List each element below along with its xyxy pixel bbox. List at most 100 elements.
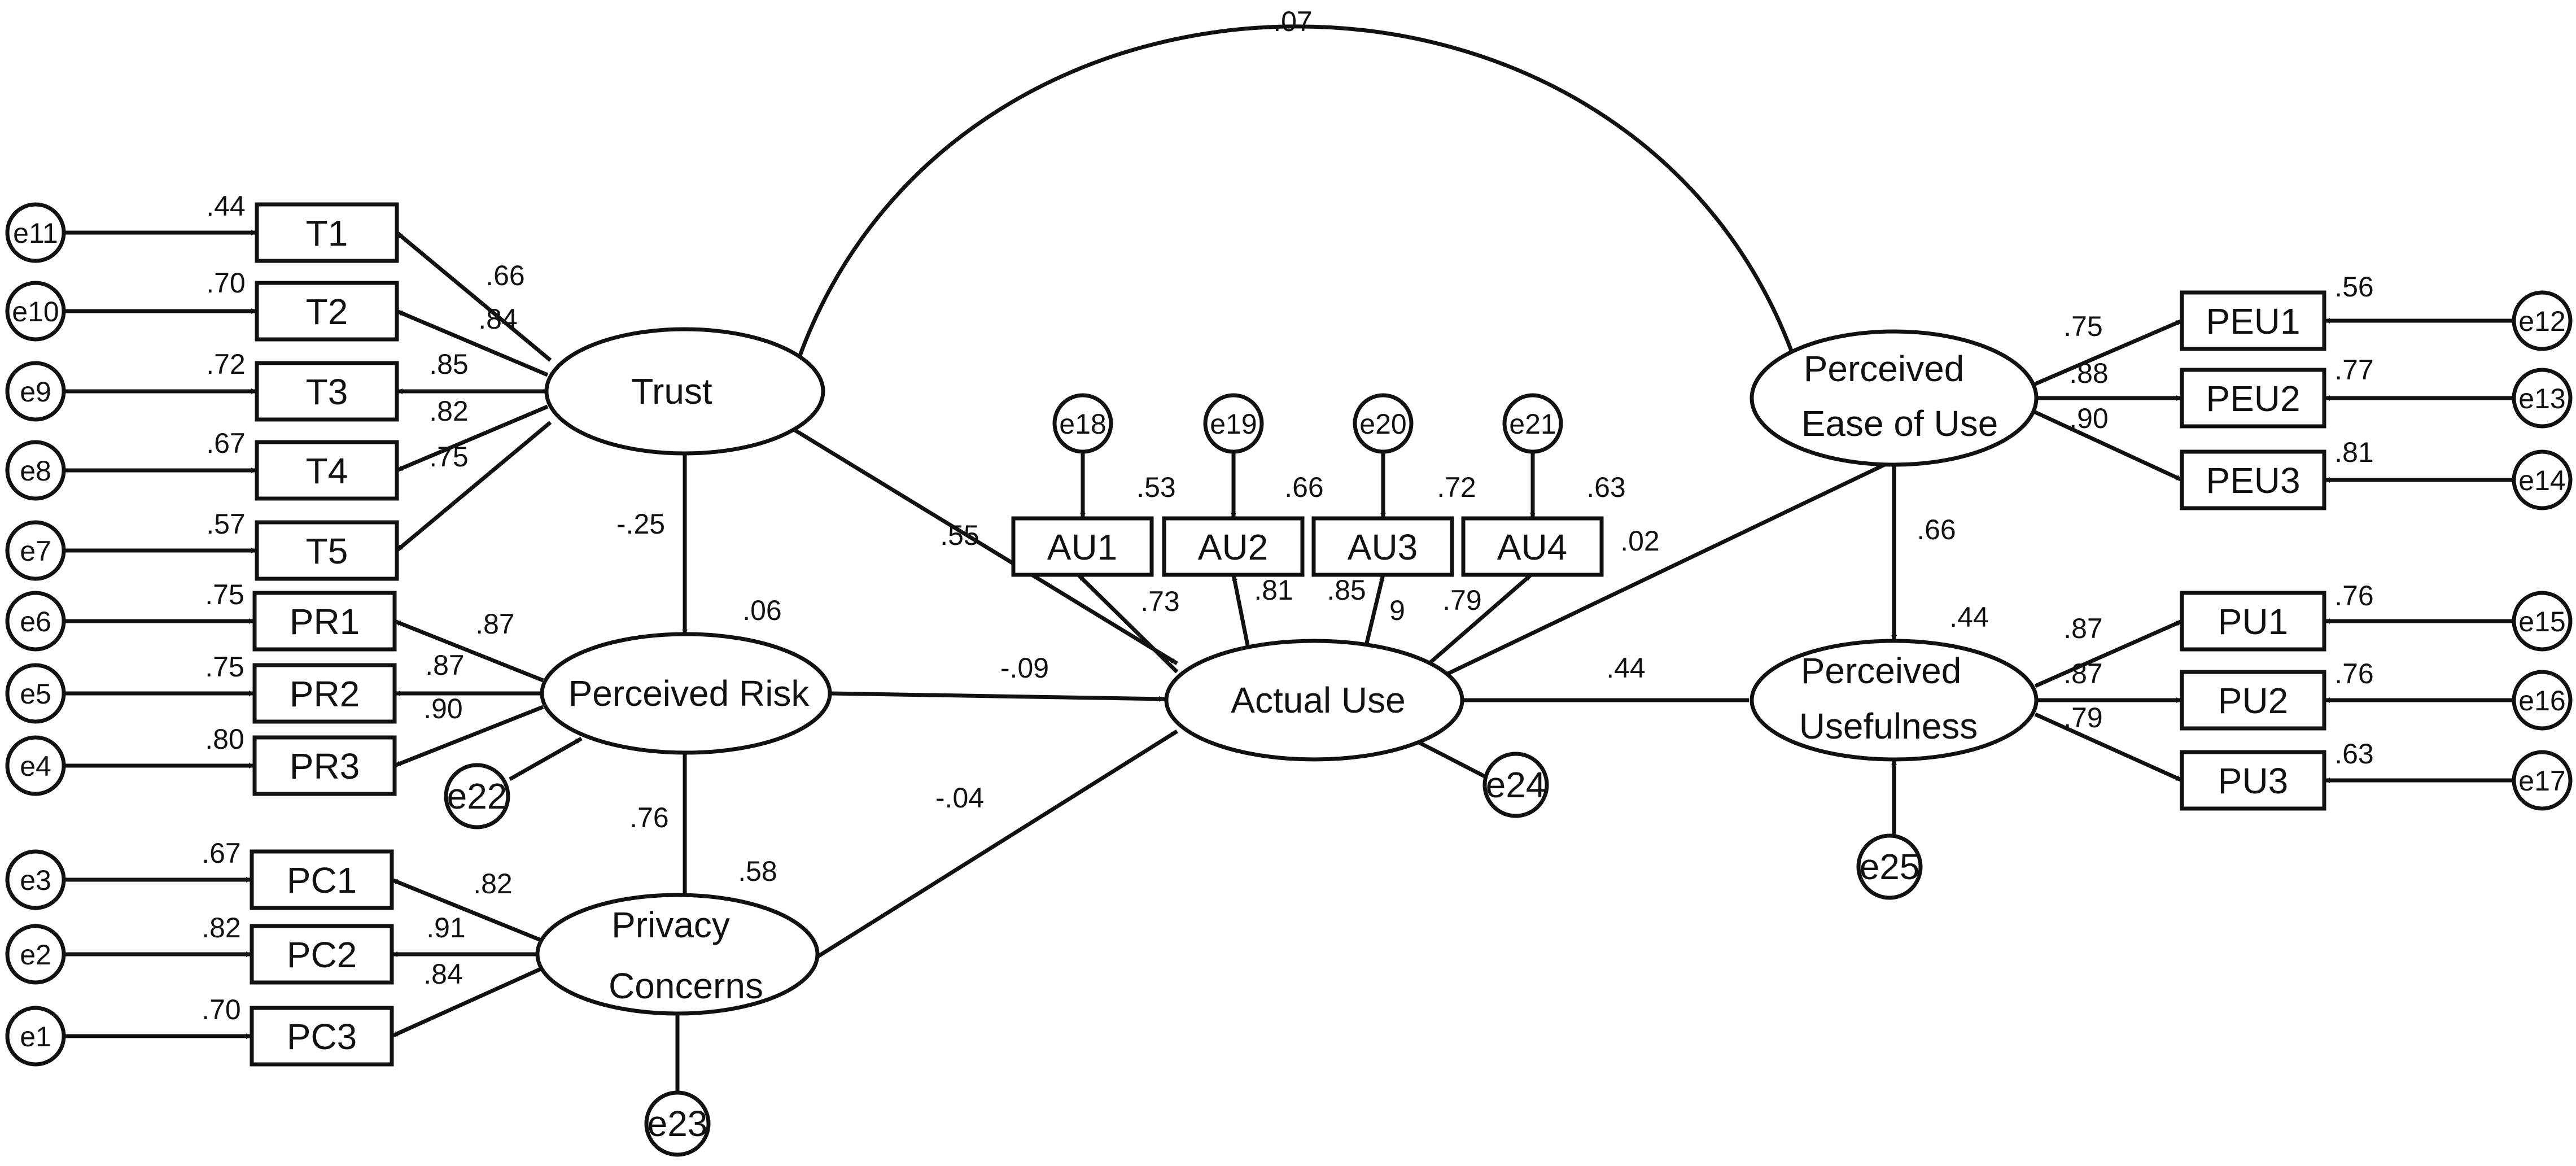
error-e9-circle <box>5 361 66 422</box>
r2-au3: .72 <box>1437 471 1476 503</box>
indicator-pr1-label: PR1 <box>290 601 360 642</box>
latent-pr-shape <box>540 632 832 755</box>
r2-pc3: .70 <box>202 994 241 1025</box>
latent-au-label: Actual Use <box>1231 680 1405 720</box>
loading-label-pu1: .87 <box>2063 613 2103 644</box>
loading-labels: .66 .84 .85 .82 .75 .87 .87 .90 .82 .91 … <box>423 260 2109 990</box>
indicator-pr2-box <box>252 663 397 724</box>
indicator-pc3-label: PC3 <box>287 1016 357 1057</box>
error-e12-label: e12 <box>2518 305 2565 337</box>
loading-label-au2: .81 <box>1254 574 1293 606</box>
loading-label-au3a: .85 <box>1327 574 1366 606</box>
indicator-t3-label: T3 <box>306 372 348 412</box>
indicator-pu2-box <box>2180 670 2326 731</box>
indicator-au3-box <box>1311 516 1454 577</box>
arrow-e22-pr <box>509 736 583 781</box>
loading-label-pr1: .87 <box>475 608 515 640</box>
indicator-au2-label: AU2 <box>1198 527 1269 567</box>
indicator-au1-box <box>1011 516 1154 577</box>
error-e24-label: e24 <box>1486 765 1546 805</box>
r2-peu1: .56 <box>2334 271 2374 303</box>
loading-trust-t4 <box>396 404 549 473</box>
error-e13-circle <box>2512 368 2573 429</box>
error-e17-label: e17 <box>2518 765 2565 797</box>
loading-au-au2 <box>1231 574 1250 646</box>
r2-pu2: .76 <box>2334 658 2374 689</box>
error-e23-circle <box>644 1090 711 1157</box>
latent-perceived-usefulness: Perceived Usefulness <box>1750 639 2039 762</box>
loading-label-au3b: 9 <box>1389 595 1405 626</box>
error-e3-label: e3 <box>20 864 51 896</box>
latent-pr-label: Perceived Risk <box>568 673 810 714</box>
latent-pu-shape <box>1750 639 2039 762</box>
loading-peou-peu1 <box>2034 318 2183 386</box>
error-e14-label: e14 <box>2518 465 2565 496</box>
error-e15-circle <box>2512 591 2573 652</box>
error-e4-circle <box>5 735 66 796</box>
r2-t4: .67 <box>206 427 246 459</box>
indicator-au2-box <box>1162 516 1305 577</box>
error-e22-circle <box>444 763 510 829</box>
indicator-peu1-box <box>2180 290 2326 351</box>
indicator-t4-label: T4 <box>306 451 348 491</box>
error-e4-label: e4 <box>20 750 51 782</box>
loading-trust-t2 <box>396 309 549 377</box>
error-e13-label: e13 <box>2518 383 2565 414</box>
coef-trust-peou: .07 <box>1273 6 1313 37</box>
loading-label-t1: .66 <box>486 260 525 291</box>
r2-pr2: .75 <box>205 651 244 683</box>
error-e11-label: e11 <box>13 217 58 249</box>
loading-trust-t1 <box>395 231 552 362</box>
loading-label-peu2: .88 <box>2069 357 2109 389</box>
indicators-privacy-concerns: PC1 PC2 PC3 <box>250 849 394 1067</box>
error-e18-label: e18 <box>1059 408 1106 440</box>
indicator-pu3-box <box>2180 750 2326 811</box>
error-e10-label: e10 <box>12 296 59 327</box>
latent-peou-shape <box>1750 329 2039 467</box>
latent-pu-label-1: Perceived <box>1801 650 1962 691</box>
indicator-t1-label: T1 <box>306 213 348 254</box>
error-e8-label: e8 <box>20 455 51 487</box>
error-e7-circle <box>5 520 66 581</box>
r2-t1: .44 <box>206 190 246 222</box>
r2-perceived-usefulness: .44 <box>1949 601 1989 633</box>
indicator-t3-box <box>255 361 399 422</box>
latent-trust-shape <box>544 327 825 456</box>
indicator-pr3-label: PR3 <box>290 746 360 787</box>
indicator-peu2-box <box>2180 368 2326 429</box>
loading-label-t3: .85 <box>429 348 469 380</box>
indicators-perceived-usefulness: PU1 PU2 PU3 <box>2180 591 2326 811</box>
latent-peou-label-1: Perceived <box>1804 348 1965 389</box>
error-e17-circle <box>2512 750 2573 811</box>
loading-trust-t5 <box>395 421 552 552</box>
r2-perceived-risk: .06 <box>742 595 782 626</box>
path-trust-au <box>792 427 1178 665</box>
error-e1-circle <box>5 1006 66 1067</box>
coef-trust-pr: -.25 <box>616 508 665 540</box>
indicator-t5-label: T5 <box>306 531 348 571</box>
indicator-pu2-label: PU2 <box>2218 680 2289 721</box>
r2-pr3: .80 <box>205 723 244 755</box>
error-e2-label: e2 <box>20 939 51 971</box>
error-e24-circle <box>1482 752 1549 818</box>
coef-pc-au: -.04 <box>935 782 984 814</box>
path-pc-au <box>816 730 1178 959</box>
indicators-actual-use: AU1 AU2 AU3 AU4 <box>1011 516 1604 577</box>
error-e3-circle <box>5 849 66 910</box>
indicator-pr3-box <box>252 735 397 796</box>
loading-pc-pc3 <box>391 966 543 1038</box>
indicator-pu1-label: PU1 <box>2218 601 2289 642</box>
loading-pu-pu1 <box>2034 619 2183 688</box>
indicator-t1-box <box>255 202 399 263</box>
error-e6-circle <box>5 591 66 652</box>
r2-t2: .70 <box>206 267 246 299</box>
error-e22-label: e22 <box>447 776 508 816</box>
indicators-trust: T1 T2 T3 T4 T5 <box>255 202 399 581</box>
path-peou-au <box>1438 458 1895 680</box>
arrow-e24-au <box>1410 736 1486 779</box>
loading-label-t2: .84 <box>478 303 518 335</box>
indicator-peu3-label: PEU3 <box>2206 460 2300 501</box>
error-e23-label: e23 <box>648 1103 708 1144</box>
error-e19-label: e19 <box>1210 408 1257 440</box>
